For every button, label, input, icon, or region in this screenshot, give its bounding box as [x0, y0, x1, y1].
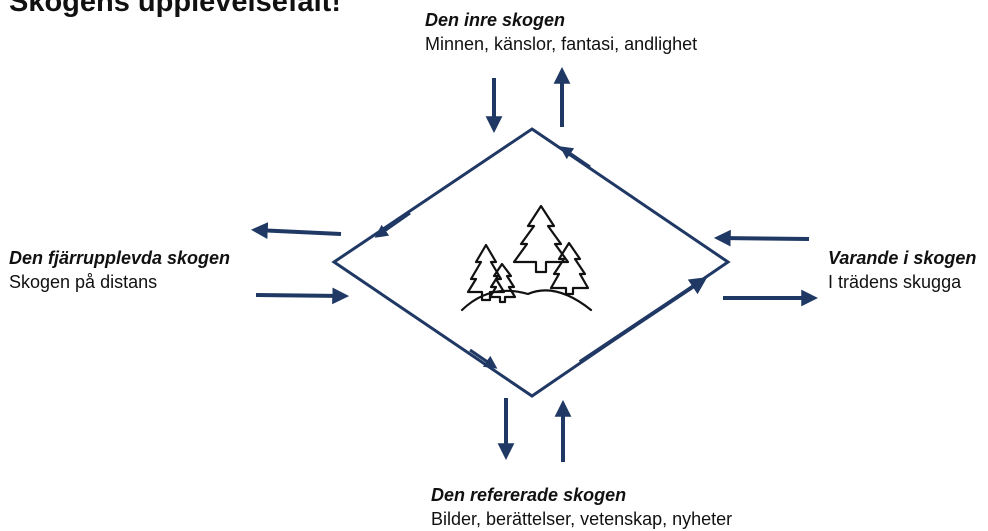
node-heading: Varande i skogen — [828, 248, 977, 268]
node-heading: Den inre skogen — [425, 10, 566, 30]
node-being-in-forest: Varande i skogen I trädens skugga — [828, 246, 976, 294]
cycle-arrow-top-left — [374, 211, 411, 238]
cycle-arrow-top-right — [559, 146, 591, 169]
node-subtitle: Skogen på distans — [9, 272, 158, 292]
node-referenced-forest: Den refererade skogen Bilder, berättelse… — [431, 483, 732, 531]
arrow-in-left — [255, 287, 350, 305]
forest-icon — [460, 204, 593, 312]
cycle-arrow-bottom-right — [578, 277, 708, 364]
node-subtitle: Minnen, känslor, fantasi, andlighet — [425, 34, 698, 54]
arrow-in-right — [713, 229, 810, 247]
node-heading: Den refererade skogen — [431, 485, 627, 505]
diamond-cycle — [331, 127, 731, 398]
node-heading: Den fjärrupplevda skogen — [9, 248, 231, 268]
node-subtitle: Bilder, berättelser, vetenskap, nyheter — [431, 509, 733, 529]
page-title: Skogens upplevelsefält! — [9, 0, 341, 18]
arrow-out-left — [250, 222, 342, 239]
node-subtitle: I trädens skugga — [828, 272, 962, 292]
cycle-arrow-bottom-left — [469, 348, 498, 369]
node-inner-forest: Den inre skogen Minnen, känslor, fantasi… — [425, 8, 697, 56]
node-remote-forest: Den fjärrupplevda skogen Skogen på dista… — [9, 246, 230, 294]
